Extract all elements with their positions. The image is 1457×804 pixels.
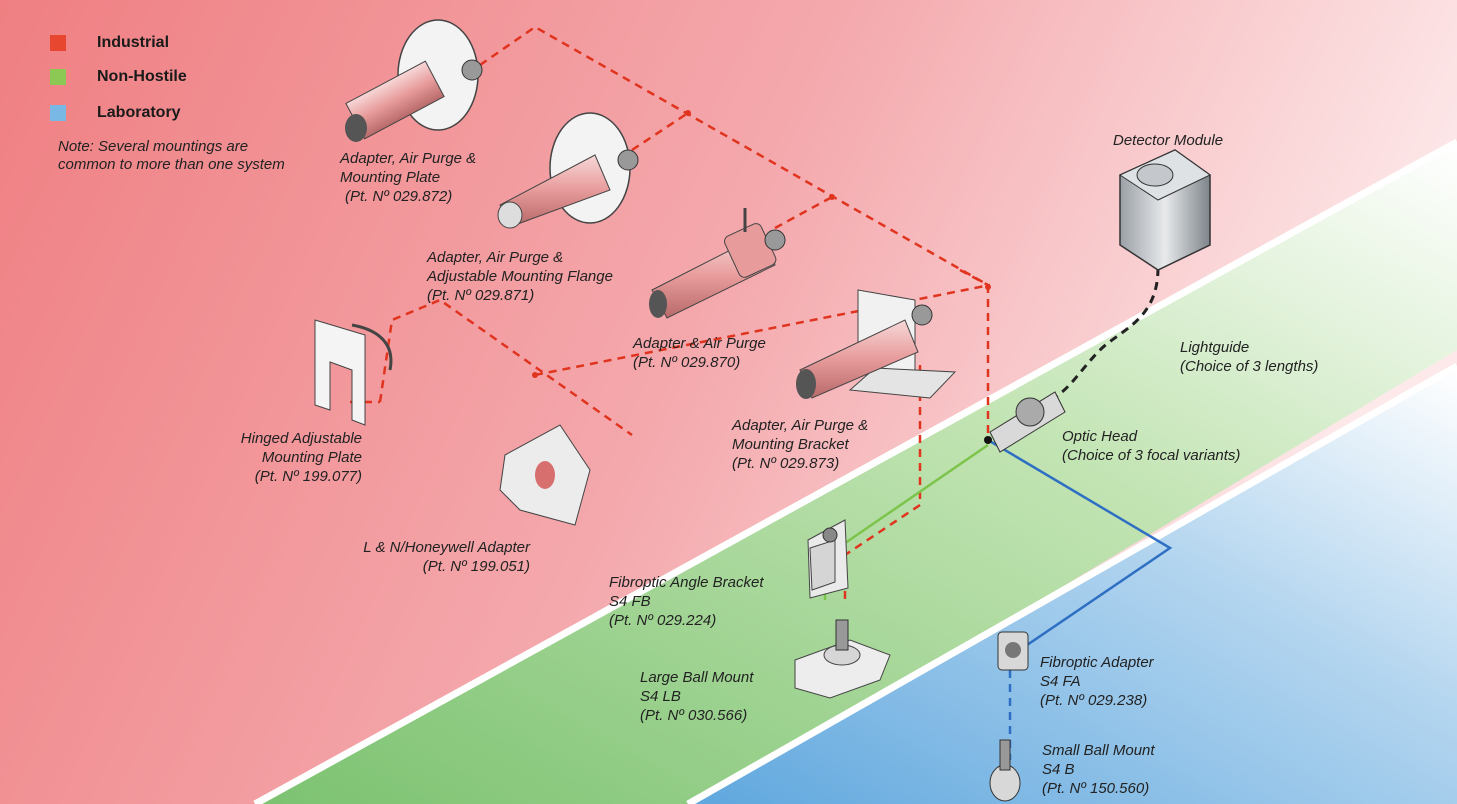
nonhostile-swatch [50, 69, 66, 85]
label-lb-566: Large Ball Mount S4 LB (Pt. Nº 030.566) [640, 668, 753, 725]
fibroptic-angle-bracket-part [807, 519, 849, 599]
label-line: Fibroptic Adapter [1040, 654, 1154, 671]
label-line: Adjustable Mounting Flange [427, 268, 613, 285]
optic-head-part [989, 391, 1066, 453]
laboratory-connections [987, 438, 1173, 662]
label-fb-224: Fibroptic Angle Bracket S4 FB (Pt. Nº 02… [609, 573, 764, 630]
label-lightguide: Lightguide (Choice of 3 lengths) [1180, 338, 1318, 376]
label-line: L & N/Honeywell Adapter [363, 539, 530, 556]
label-b-560: Small Ball Mount S4 B (Pt. Nº 150.560) [1042, 741, 1155, 798]
air-purge-part [649, 208, 786, 319]
label-purge-870: Adapter & Air Purge (Pt. Nº 029.870) [633, 334, 766, 372]
label-fa-238: Fibroptic Adapter S4 FA (Pt. Nº 029.238) [1040, 653, 1154, 710]
label-line: (Pt. Nº 150.560) [1042, 780, 1150, 797]
label-line: Small Ball Mount [1042, 742, 1155, 759]
label-honeywell-051: L & N/Honeywell Adapter (Pt. Nº 199.051) [330, 538, 530, 576]
laboratory-swatch [50, 105, 66, 121]
legend-note: Note: Several mountings are common to mo… [58, 138, 285, 173]
label-line: (Pt. Nº 199.077) [254, 468, 362, 485]
honeywell-adapter-part [499, 424, 591, 526]
legend-label-industrial: Industrial [97, 34, 170, 51]
label-flange-871: Adapter, Air Purge & Adjustable Mounting… [427, 248, 613, 305]
legend-nonhostile: Non-Hostile [50, 66, 187, 88]
label-line: Large Ball Mount [640, 669, 754, 686]
zone-divider-2 [686, 362, 1457, 804]
label-line: (Pt. Nº 029.224) [609, 612, 717, 629]
label-line: S4 B [1042, 761, 1075, 778]
label-line: (Pt. Nº 199.051) [422, 558, 530, 575]
industrial-swatch [50, 35, 66, 51]
legend-laboratory: Laboratory [50, 102, 181, 124]
label-line: (Pt. Nº 029.870) [633, 354, 741, 371]
legend-label-laboratory: Laboratory [97, 104, 181, 121]
label-line: (Pt. Nº 029.871) [427, 287, 535, 304]
label-line: Adapter, Air Purge & [732, 417, 869, 434]
label-hinged-077: Hinged Adjustable Mounting Plate (Pt. Nº… [200, 429, 362, 486]
label-line: S4 FA [1040, 673, 1081, 690]
label-line: Fibroptic Angle Bracket [609, 574, 764, 591]
label-line: (Pt. Nº 029.873) [732, 455, 840, 472]
label-line: (Pt. Nº 030.566) [640, 707, 748, 724]
fibroptic-adapter-part [997, 631, 1029, 671]
label-line: (Pt. Nº 029.872) [345, 188, 453, 205]
label-line: Detector Module [1113, 132, 1224, 149]
label-plate-872: Adapter, Air Purge & Mounting Plate (Pt.… [340, 149, 476, 206]
label-line: Adapter, Air Purge & [340, 150, 477, 167]
hinged-mounting-plate-part [314, 319, 393, 426]
label-line: Adapter & Air Purge [633, 335, 766, 352]
small-ball-mount-part [989, 739, 1021, 802]
label-line: S4 LB [640, 688, 681, 705]
label-line: (Choice of 3 lengths) [1180, 358, 1319, 375]
label-line: (Pt. Nº 029.238) [1040, 692, 1148, 709]
label-line: S4 FB [609, 593, 651, 610]
air-purge-mounting-bracket-part [796, 289, 957, 399]
legend-label-nonhostile: Non-Hostile [97, 68, 187, 85]
label-line: Adapter, Air Purge & [427, 249, 564, 266]
label-line: Optic Head [1062, 428, 1138, 445]
zone-divider-1 [253, 138, 1457, 804]
label-detector: Detector Module [1113, 131, 1223, 150]
label-optic-head: Optic Head (Choice of 3 focal variants) [1062, 427, 1240, 465]
label-line: Mounting Plate [340, 169, 441, 186]
large-ball-mount-part [794, 619, 891, 699]
air-purge-mounting-flange-part [497, 112, 639, 229]
label-line: (Choice of 3 focal variants) [1062, 447, 1241, 464]
label-line: Mounting Plate [261, 449, 362, 466]
air-purge-mounting-plate-part [345, 19, 483, 142]
lightguide-cable [1049, 267, 1160, 402]
label-line: Mounting Bracket [732, 436, 849, 453]
label-line: Lightguide [1180, 339, 1250, 356]
nonhostile-connections [834, 443, 989, 552]
label-line: Hinged Adjustable [240, 430, 362, 447]
label-bracket-873: Adapter, Air Purge & Mounting Bracket (P… [732, 416, 868, 473]
detector-module-part [1118, 149, 1211, 271]
legend-industrial: Industrial [50, 32, 169, 54]
